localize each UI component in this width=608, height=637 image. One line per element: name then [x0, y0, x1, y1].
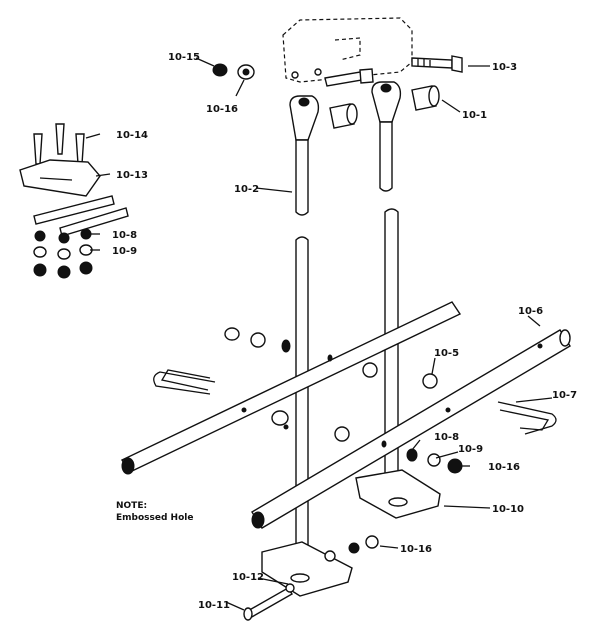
label-10-13: 10-13 [116, 170, 148, 181]
upright-tube-upper-right [379, 121, 393, 192]
nut-group-10-8-10-9 [406, 448, 463, 474]
nut-10-15 [212, 63, 255, 80]
label-10-8-inset: 10-8 [112, 230, 137, 241]
bolt-10-11 [243, 587, 293, 621]
foot-bottom [261, 541, 353, 597]
inset-bolts-10-14 [33, 123, 85, 165]
top-bracket [282, 17, 413, 83]
nut-group-mid [327, 354, 438, 389]
bushing-right [411, 85, 440, 111]
label-10-7: 10-7 [552, 390, 577, 401]
label-10-3: 10-3 [492, 62, 517, 73]
upright-tube-upper-left [295, 139, 309, 216]
leader-lines [85, 57, 553, 611]
nut-group-lower [271, 410, 387, 448]
note-text: Embossed Hole [116, 513, 193, 523]
label-10-2: 10-2 [234, 184, 259, 195]
socket-left [289, 95, 320, 141]
label-10-9-inset: 10-9 [112, 246, 137, 257]
nut-group-bottom [324, 535, 379, 562]
cross-tube-10-6 [251, 329, 571, 529]
label-10-15: 10-15 [168, 52, 200, 63]
note-label: NOTE: [116, 501, 147, 511]
inset-plate-10-13 [19, 159, 101, 197]
nut-group-left-top [224, 327, 291, 353]
label-10-12: 10-12 [232, 572, 264, 583]
label-10-5: 10-5 [434, 348, 459, 359]
label-10-1: 10-1 [462, 110, 487, 121]
u-bracket-left [153, 369, 216, 395]
bolt-10-3 [411, 55, 463, 73]
label-10-16-bottom: 10-16 [400, 544, 432, 555]
label-10-10: 10-10 [492, 504, 524, 515]
label-10-14: 10-14 [116, 130, 148, 141]
bracket-bolt [324, 68, 374, 87]
label-10-11: 10-11 [198, 600, 230, 611]
cross-tube-back [120, 301, 462, 475]
label-10-9: 10-9 [458, 444, 483, 455]
label-10-16-right: 10-16 [488, 462, 520, 473]
label-10-8: 10-8 [434, 432, 459, 443]
label-10-6: 10-6 [518, 306, 543, 317]
label-10-16-top: 10-16 [206, 104, 238, 115]
foot-10-10 [355, 469, 441, 519]
upright-tube-lower-right [384, 208, 399, 499]
socket-right [371, 81, 402, 123]
bushing-left [329, 103, 358, 129]
inset-tubes [33, 195, 129, 237]
u-bracket-10-7 [497, 401, 557, 435]
inset-nuts-10-8-10-9 [33, 228, 93, 279]
